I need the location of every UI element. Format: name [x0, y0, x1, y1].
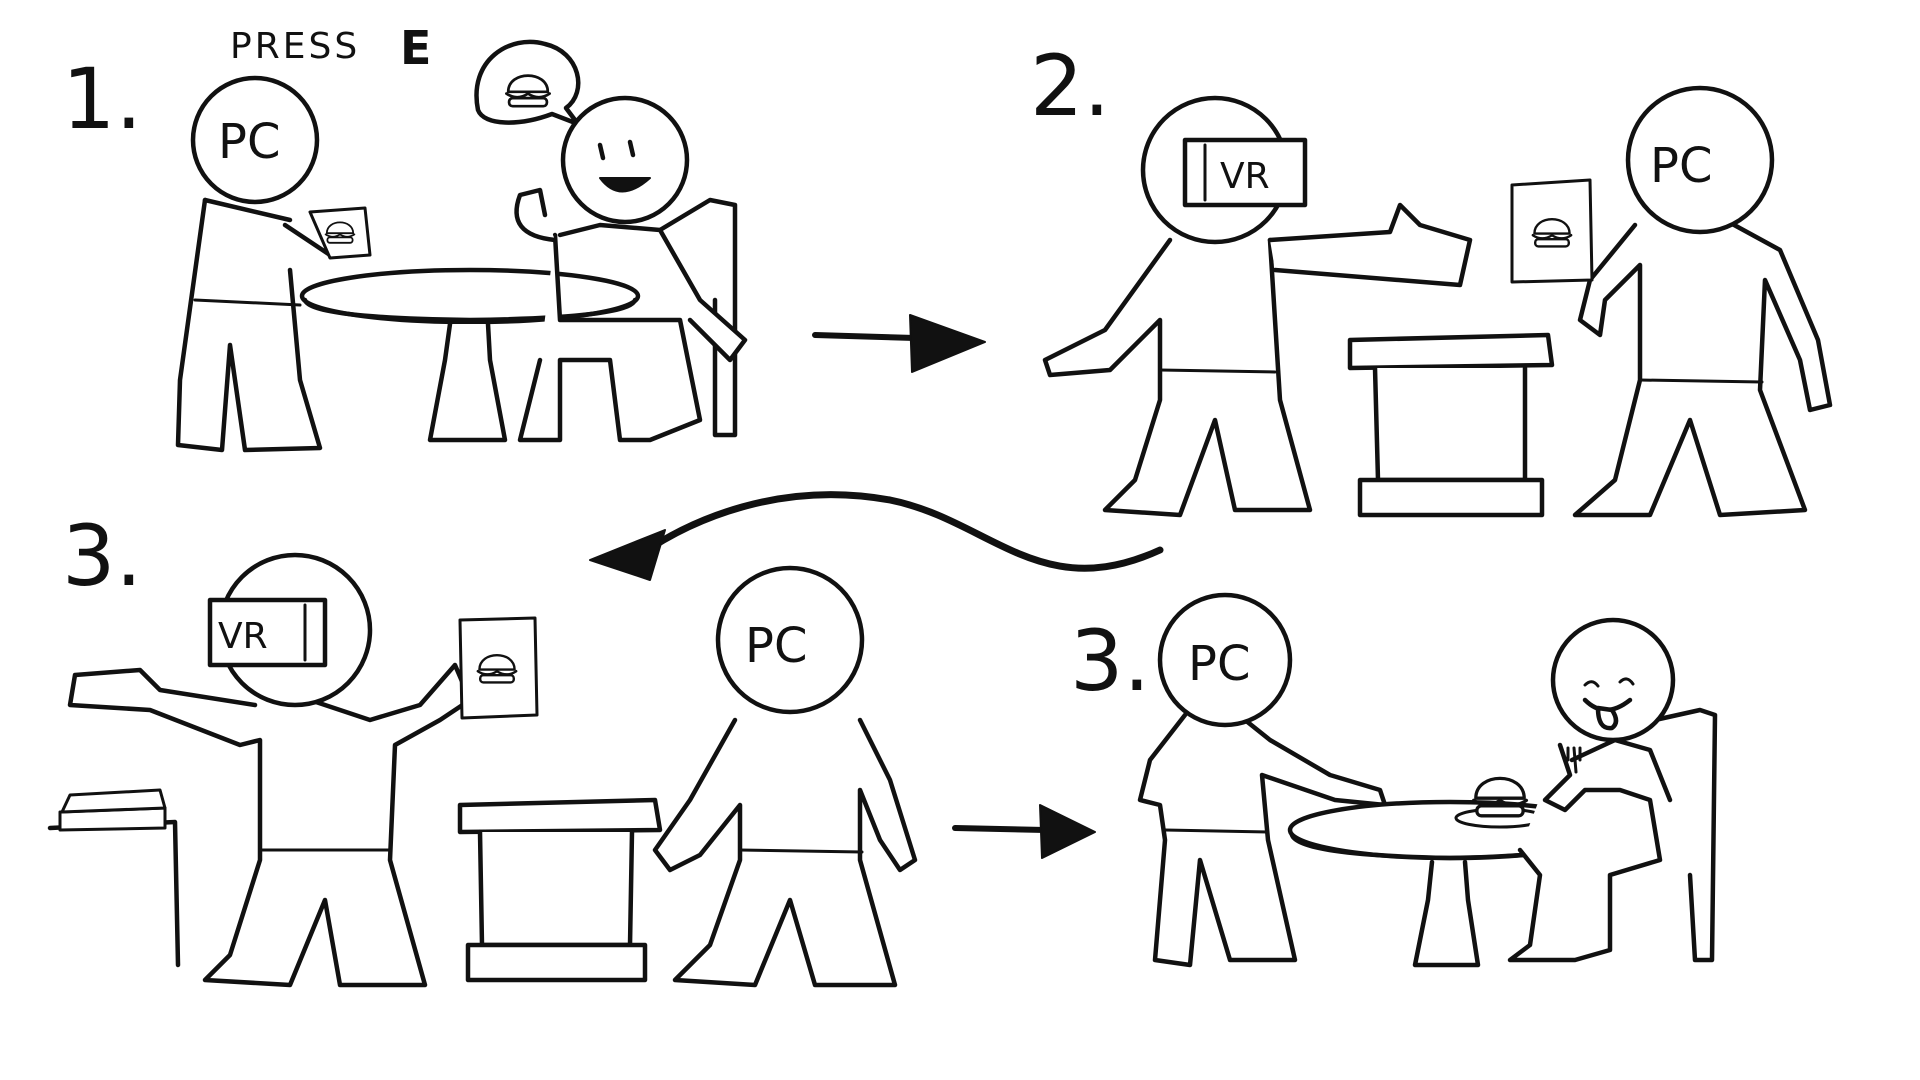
vr-label: VR: [218, 616, 268, 657]
burger-icon: [1531, 217, 1573, 248]
customer-figure: [514, 95, 748, 443]
vr-figure: VR: [67, 552, 473, 988]
vr-headset-icon: [207, 597, 328, 668]
step-number-3: 3.: [62, 507, 142, 605]
customer-figure: [1507, 617, 1718, 963]
menu-card-icon: [1510, 178, 1594, 284]
pc-figure: PC: [652, 565, 918, 988]
speech-bubble-icon: [474, 39, 581, 127]
press-key: E: [400, 21, 431, 75]
fork-icon: [1566, 746, 1582, 774]
panel-1: 1. PRESS E PC: [62, 21, 748, 453]
curved-arrow-icon: [589, 491, 1164, 581]
vr-figure: VR: [1042, 95, 1473, 518]
vr-label: VR: [1220, 156, 1270, 197]
pc-label: PC: [1188, 636, 1250, 692]
pc-label: PC: [218, 114, 280, 170]
vr-headset-icon: [1182, 137, 1308, 208]
step-number-1: 1.: [62, 50, 142, 148]
arrow-right-icon: [952, 804, 1096, 859]
panel-2: 2. VR PC: [1030, 37, 1833, 518]
menu-card-icon: [458, 616, 539, 720]
menu-card-icon: [308, 206, 372, 260]
kitchen-counter: [47, 788, 181, 968]
podium: [457, 797, 663, 983]
pc-label: PC: [745, 618, 807, 674]
burger-icon: [505, 74, 551, 108]
pc-figure: PC: [175, 75, 358, 453]
pc-label: PC: [1650, 138, 1712, 194]
press-caption: PRESS: [230, 26, 360, 67]
pc-figure: PC: [1572, 85, 1833, 518]
panel-4: 3. PC: [1070, 592, 1718, 968]
arrow-right-icon: [812, 314, 986, 373]
step-number-4: 3.: [1070, 612, 1150, 710]
panel-3: 3. VR: [47, 507, 918, 988]
burger-icon: [476, 654, 518, 684]
pc-figure: PC: [1137, 592, 1388, 968]
step-number-2: 2.: [1030, 37, 1110, 135]
podium: [1347, 332, 1555, 518]
burger-icon: [1471, 776, 1529, 818]
